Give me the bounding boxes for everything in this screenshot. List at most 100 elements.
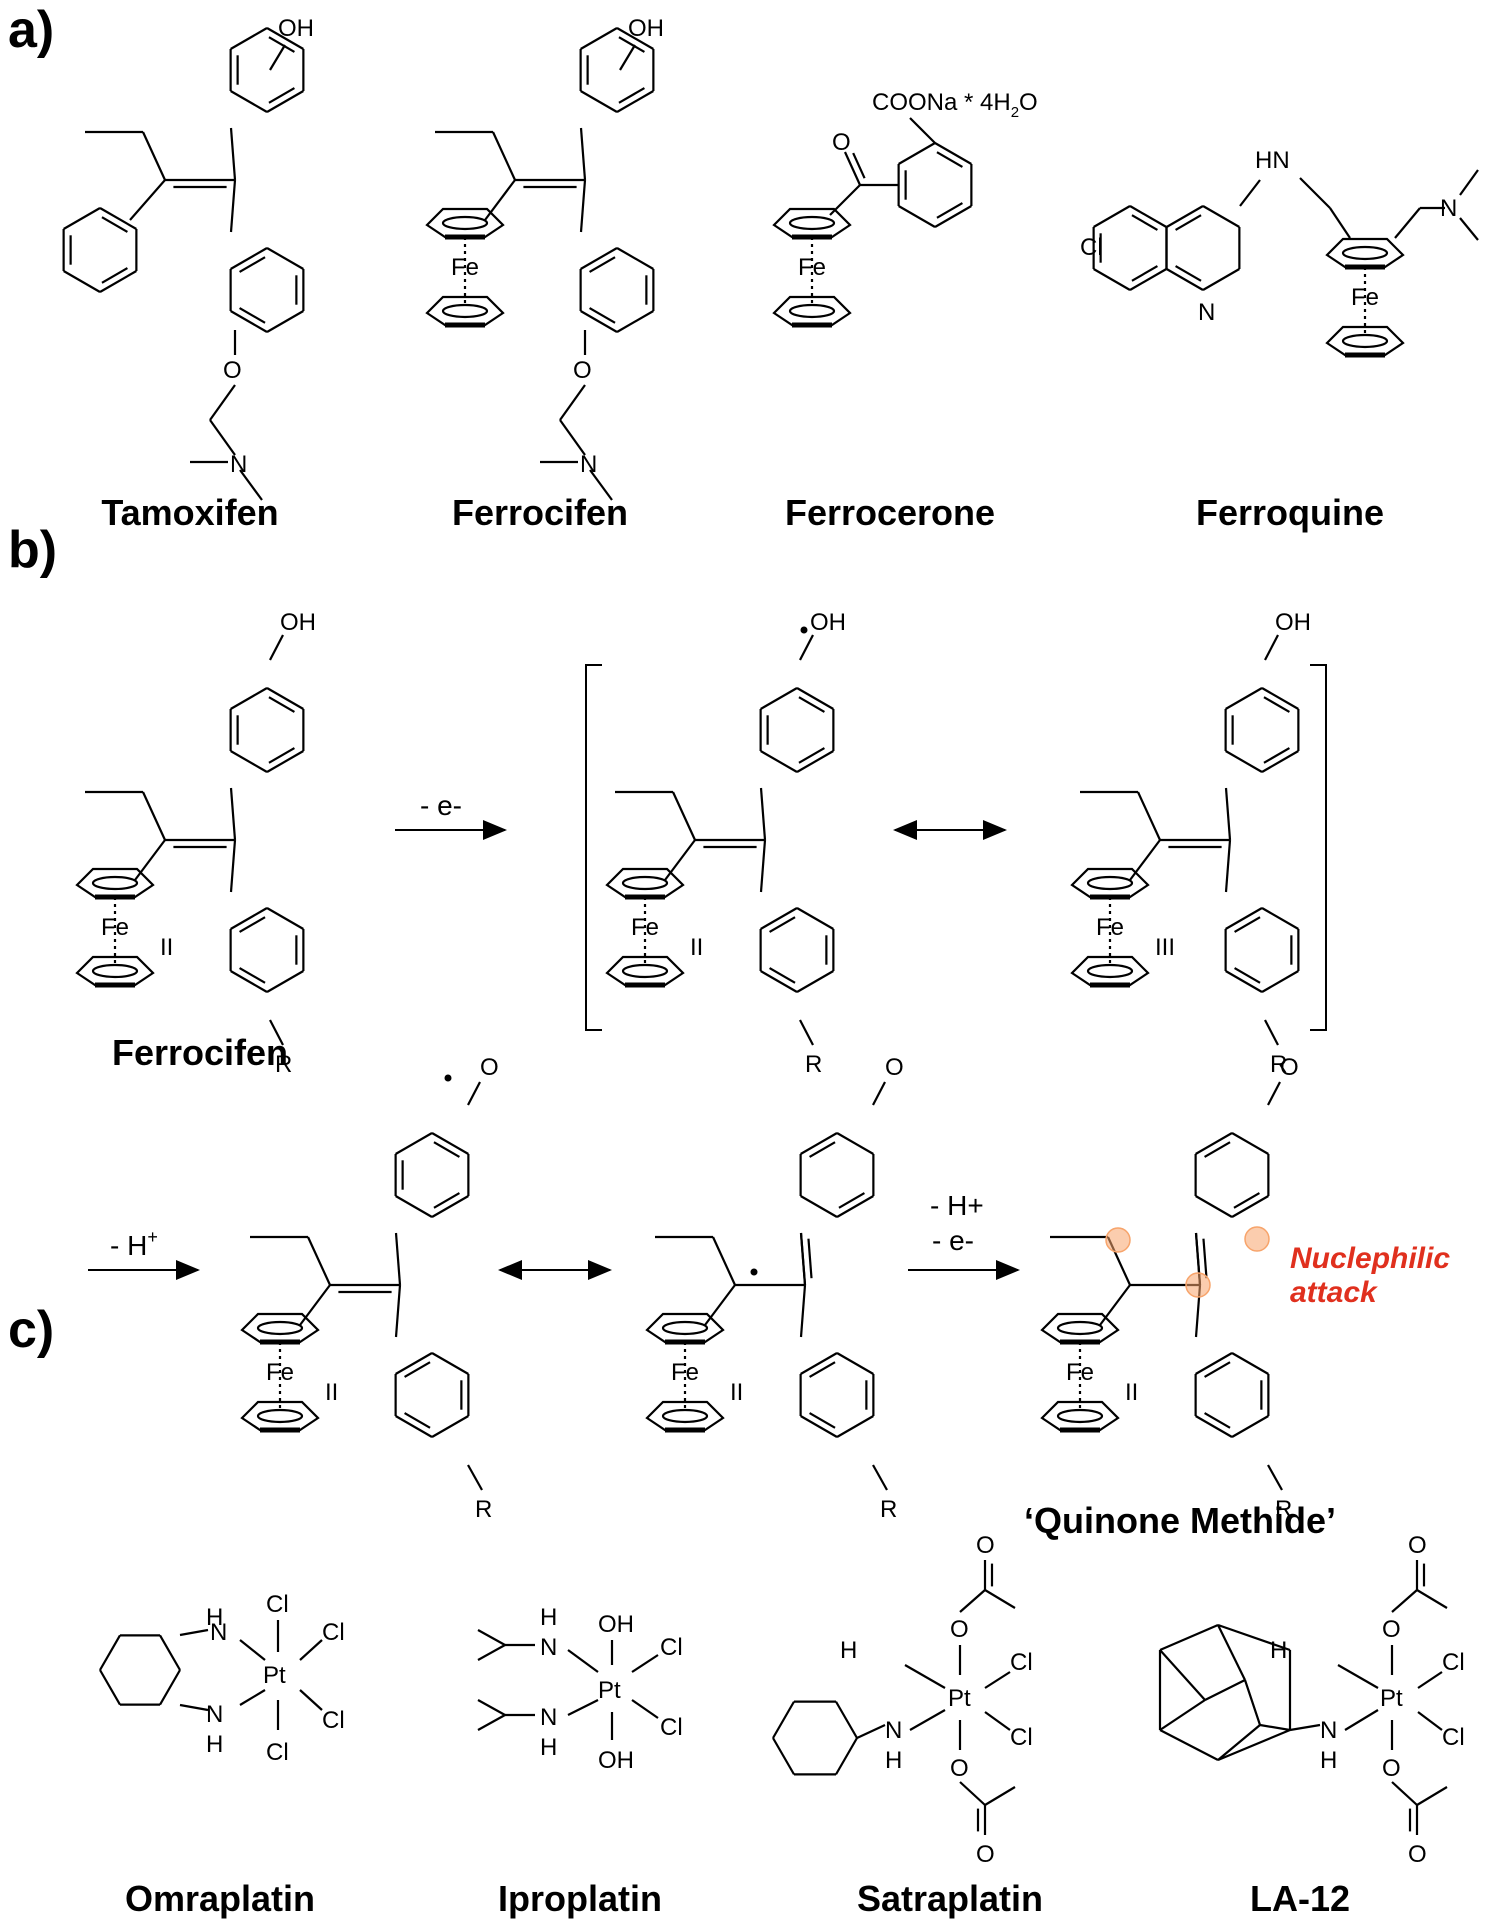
quinoline-ring-b <box>1202 205 1240 228</box>
phenyl-bond <box>129 179 166 221</box>
cyclohexane-ring <box>159 1669 181 1706</box>
aromatic-circle <box>1086 963 1134 979</box>
pt-cl-bond <box>631 1654 659 1673</box>
aryl-bond <box>1224 787 1232 841</box>
aryl-bond <box>799 1284 807 1338</box>
ferroquine-fe-label: Fe <box>1351 284 1379 311</box>
aryl-ring-lower <box>796 907 834 930</box>
b-quinone-methide-fe-label: Fe <box>1066 1359 1094 1386</box>
chain-bond <box>209 384 236 421</box>
aryl-ring-lower <box>266 247 304 270</box>
ethyl-bond <box>307 1236 331 1286</box>
aryl-ring-lower <box>1231 1352 1269 1375</box>
b-ferrocenium-oxidation-state: III <box>1155 934 1175 961</box>
pt-n-bond <box>567 1649 599 1673</box>
adamantane-bond <box>1217 1624 1246 1681</box>
quinone-ring <box>800 1132 838 1155</box>
aryl-bond <box>579 179 587 233</box>
aryl-ring-upper <box>1263 696 1290 713</box>
aryl-ring-lower <box>1261 970 1299 993</box>
aryl-ring-lower <box>809 1361 836 1378</box>
ethyl-bond <box>492 131 516 181</box>
cp-bond <box>1129 839 1161 881</box>
aryl-ring-lower <box>760 970 798 993</box>
carbonyl-double-bond <box>852 152 866 179</box>
b-quinone-methide-top-cp <box>1040 1312 1120 1344</box>
ferroquine-n-ring: N <box>1198 299 1215 326</box>
ipro-h2-top: H <box>540 1604 557 1631</box>
aryl-ring-lower <box>836 1352 874 1375</box>
quinone-ring <box>838 1192 865 1209</box>
exocyclic-double-bond <box>807 1238 813 1279</box>
quinone-ring <box>836 1132 874 1155</box>
n-bond <box>179 1628 209 1637</box>
carbonyl-double-bond <box>843 151 862 186</box>
quinoline-ring-a <box>1129 205 1167 228</box>
satra-n: N <box>885 1717 902 1744</box>
compound-name-ferrocifen-b: Ferrocifen <box>111 1032 289 1073</box>
aryl-ring-upper <box>1261 750 1299 773</box>
ipro-cl-2: Cl <box>660 1714 683 1741</box>
quinone-ring <box>1231 1132 1269 1155</box>
b-phenoxy-radical-fe-label: Fe <box>266 1359 294 1386</box>
pt-cl-bond <box>631 1699 659 1719</box>
quinoline-ring-a <box>1131 265 1158 282</box>
pt-cl-bond <box>1417 1711 1443 1731</box>
b-ferrocifen-r: R <box>275 1051 292 1078</box>
b-phenoxyl-radical-oh: OH <box>810 609 846 636</box>
aryl-ring-lower <box>1195 1415 1233 1438</box>
aryl-ring-upper <box>1225 750 1263 773</box>
phenyl-ring <box>63 207 101 230</box>
isopropyl-bond <box>477 1629 506 1646</box>
cp-bond <box>484 179 516 221</box>
methyl-bond <box>1459 169 1479 196</box>
acetate-methyl <box>984 1786 1016 1806</box>
quinoline-ring-b <box>1202 268 1240 291</box>
cp-bond <box>664 839 696 881</box>
electrophilic-site-highlight <box>1185 1272 1211 1298</box>
b-benzylic-radical-oxidation-state: II <box>730 1379 743 1406</box>
satra-cl-2: Cl <box>1010 1724 1033 1751</box>
exocyclic-double-bond <box>1202 1238 1208 1279</box>
aryl-bond <box>759 839 767 893</box>
ethyl-bond <box>142 131 166 181</box>
r-bond <box>799 1019 814 1046</box>
tamoxifen-o: O <box>223 357 242 384</box>
aryl-ring-lower <box>266 310 304 333</box>
aromatic-circle <box>661 1320 709 1336</box>
pt-n-bond <box>567 1699 599 1716</box>
pt-cl-bond <box>984 1671 1011 1689</box>
quinone-ring <box>800 1195 838 1218</box>
aryl-ring-lower <box>230 970 268 993</box>
cyclohexane-ring <box>99 1669 121 1706</box>
satraplatin-pt: Pt <box>948 1685 971 1712</box>
r-bond <box>1267 1464 1283 1491</box>
aryl-ring-upper <box>1261 687 1299 710</box>
aryl-ring-upper <box>760 687 798 710</box>
omra-cl-2: Cl <box>322 1619 345 1646</box>
benzoate-ring <box>934 205 972 228</box>
tamoxifen-n: N <box>230 451 247 478</box>
aryl-ring-lower <box>580 310 618 333</box>
cyclohexane-ring <box>772 1737 795 1775</box>
aromatic-circle <box>1056 1320 1104 1336</box>
ferroquine-n-dimethyl: N <box>1440 195 1457 222</box>
b-ferrocenium-fe-label: Fe <box>1096 914 1124 941</box>
aryl-ring-lower <box>616 247 654 270</box>
aryl-ring-lower <box>431 1352 469 1375</box>
cp-bond <box>1329 207 1351 239</box>
pt-n-bond <box>1337 1664 1379 1689</box>
aryl-ring-lower <box>239 307 266 324</box>
aryl-bond <box>229 127 237 181</box>
ferroquine-hn: HN <box>1255 147 1290 174</box>
aryl-ring-lower <box>239 256 266 273</box>
b-ferrocifen-oh: OH <box>280 609 316 636</box>
aryl-ring-lower <box>589 307 616 324</box>
b-benzylic-radical-o: O <box>885 1054 904 1081</box>
aryl-ring-lower <box>1195 1352 1233 1375</box>
aryl-ring-upper <box>796 687 834 710</box>
b-ferrocenium-oh: OH <box>1275 609 1311 636</box>
ferroquine-top-cp <box>1325 237 1405 269</box>
la12-h3n: H <box>1270 1637 1287 1664</box>
isopropyl-bond <box>477 1699 506 1716</box>
